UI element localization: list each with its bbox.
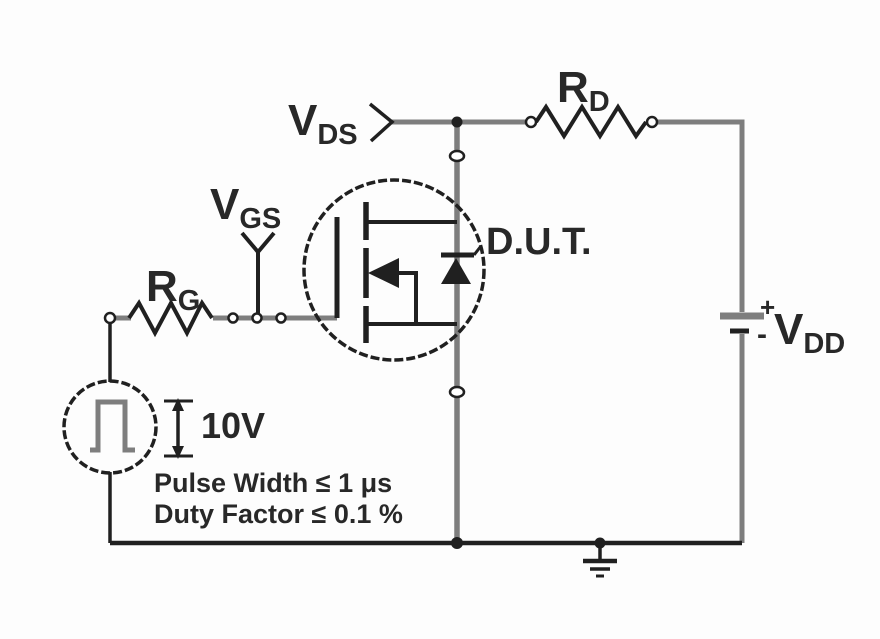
battery-plus-sign: +	[760, 292, 775, 322]
junction-dot	[451, 537, 463, 549]
rg-label-sub: G	[178, 285, 201, 317]
terminal-circle	[227, 312, 239, 324]
battery-minus-sign: -	[757, 318, 767, 351]
terminal-bead	[448, 385, 466, 399]
rd-label-main: R	[557, 63, 589, 112]
junction-dot	[594, 537, 606, 549]
terminal-circle	[275, 312, 287, 324]
pulse-width-note: Pulse Width ≤ 1 μs	[154, 468, 392, 498]
body-diode	[441, 245, 483, 284]
vgs-label-main: V	[210, 180, 240, 229]
resistor-rg	[127, 298, 214, 338]
vdd-label: VDD	[774, 305, 845, 360]
wire-rd-to-battery	[652, 119, 745, 312]
vds-label-main: V	[288, 96, 318, 145]
pulse-generator	[62, 320, 158, 543]
terminal-circle	[251, 312, 263, 324]
mosfet-arrow-icon	[368, 258, 399, 288]
dut-label: D.U.T.	[486, 221, 592, 263]
vgs-label-sub: GS	[239, 203, 281, 235]
vgs-probe-fork-icon	[240, 231, 276, 256]
battery-vdd	[720, 312, 764, 334]
rg-label: RG	[146, 262, 200, 317]
mosfet-dut	[302, 178, 486, 362]
vdd-label-main: V	[774, 305, 804, 354]
pulse-amplitude-label: 10V	[201, 405, 265, 446]
mosfet-body-circle	[302, 178, 486, 362]
pulse-waveform-icon	[90, 399, 135, 453]
pulse-generator-circle	[62, 379, 158, 475]
vgs-label: VGS	[210, 180, 281, 235]
terminal-circle	[524, 115, 538, 129]
rg-label-main: R	[146, 262, 178, 311]
terminal-bead	[448, 149, 466, 163]
diode-triangle-icon	[441, 258, 471, 284]
pulse-amplitude-annotation	[164, 398, 193, 459]
diode-cathode-tick	[472, 245, 483, 256]
vds-label-sub: DS	[317, 119, 357, 151]
vds-label: VDS	[288, 96, 358, 151]
junction-dot	[451, 116, 463, 128]
terminal-circle	[103, 311, 117, 325]
vgs-probe	[240, 231, 276, 318]
vds-probe-icon	[368, 102, 395, 143]
resistor-rd	[534, 103, 648, 140]
duty-factor-note: Duty Factor ≤ 0.1 %	[154, 499, 403, 529]
junctions-and-terminals	[103, 115, 659, 549]
arrow-up-icon	[172, 398, 184, 411]
terminal-circle	[645, 115, 659, 129]
rd-label-sub: D	[589, 86, 610, 118]
arrow-down-icon	[172, 446, 184, 459]
rd-label: RD	[557, 63, 610, 118]
mosfet-body-tap	[398, 271, 418, 324]
vdd-label-sub: DD	[803, 328, 845, 360]
